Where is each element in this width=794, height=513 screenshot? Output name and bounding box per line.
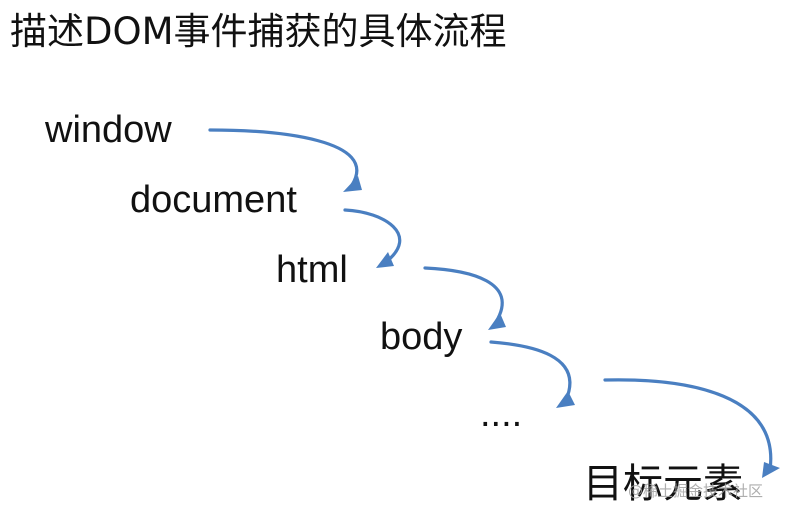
diagram-title: 描述DOM事件捕获的具体流程 <box>10 10 507 53</box>
node-document: document <box>130 179 297 221</box>
node-body: body <box>380 316 463 358</box>
node-html: html <box>276 249 348 291</box>
node-ellipsis: .... <box>480 393 523 435</box>
node-window: window <box>45 109 172 151</box>
watermark: @稀土掘金技术社区 <box>628 482 764 500</box>
arrow-document-to-html <box>343 208 402 268</box>
